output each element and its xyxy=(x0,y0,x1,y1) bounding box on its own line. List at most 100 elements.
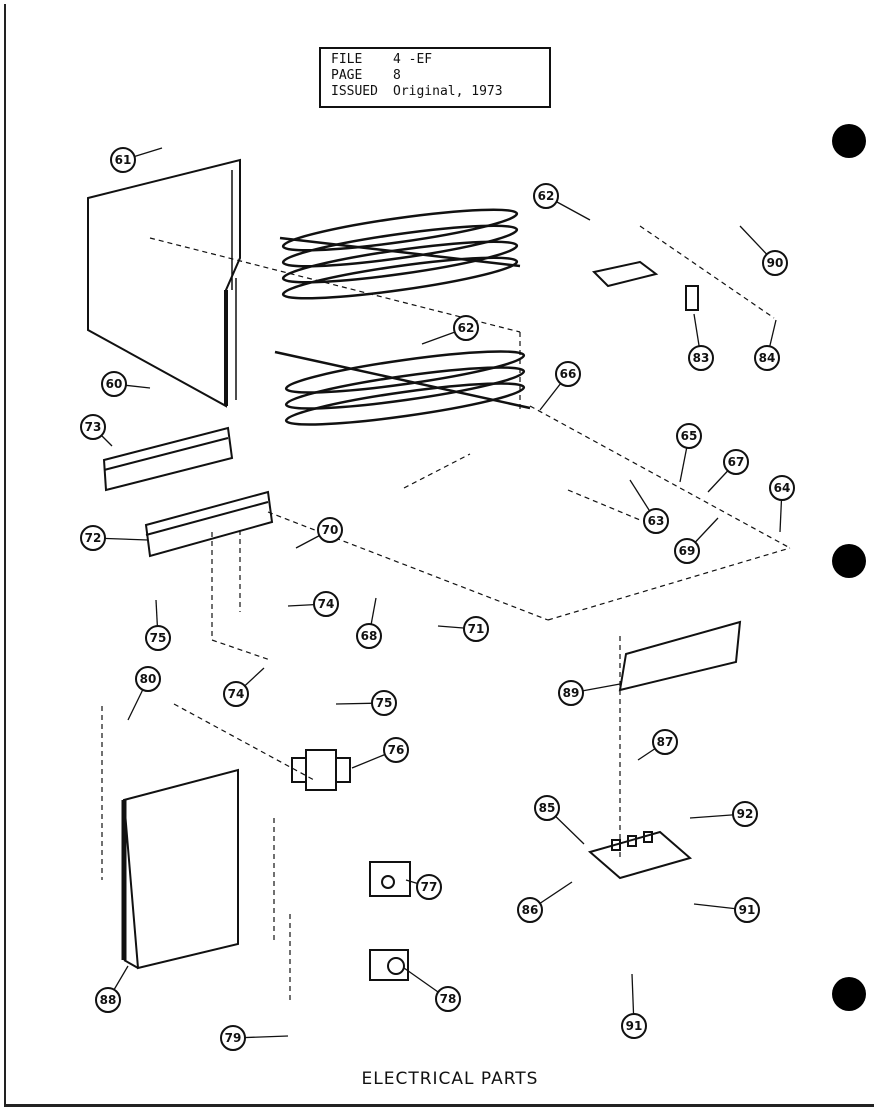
callout-circle xyxy=(723,449,749,475)
page-value: 8 xyxy=(393,68,401,83)
callout-circle xyxy=(732,801,758,827)
callout-circle xyxy=(80,525,106,551)
callout-63: 63 xyxy=(629,479,669,534)
assembly-guide-lines xyxy=(101,225,791,1000)
callout-73: 73 xyxy=(80,414,113,447)
callout-number: 91 xyxy=(626,1019,643,1033)
callout-number: 86 xyxy=(522,903,539,917)
callout-88: 88 xyxy=(95,965,129,1013)
callout-circle xyxy=(145,625,171,651)
callout-92: 92 xyxy=(689,801,758,827)
callout-circle xyxy=(534,795,560,821)
binder-hole-bottom xyxy=(832,977,866,1011)
callout-circle xyxy=(643,508,669,534)
callout-circle xyxy=(135,666,161,692)
mounting-bracket-72 xyxy=(144,490,274,558)
callout-68: 68 xyxy=(356,597,382,649)
callout-number: 62 xyxy=(458,321,475,335)
callout-number: 79 xyxy=(225,1031,242,1045)
relay-77 xyxy=(369,861,411,897)
callout-number: 78 xyxy=(440,992,457,1006)
callout-83: 83 xyxy=(688,313,714,371)
diagram-title: ELECTRICAL PARTS xyxy=(361,1069,539,1089)
callout-number: 61 xyxy=(115,153,132,167)
relay-78 xyxy=(369,949,409,981)
callout-72: 72 xyxy=(80,525,149,551)
callout-62: 62 xyxy=(421,315,479,345)
callout-circle xyxy=(371,690,397,716)
callout-number: 75 xyxy=(376,696,393,710)
callout-number: 88 xyxy=(100,993,117,1007)
callout-87: 87 xyxy=(637,729,678,761)
callout-number: 64 xyxy=(774,481,791,495)
callout-91: 91 xyxy=(693,897,760,923)
callout-79: 79 xyxy=(220,1025,289,1051)
mounting-bracket-73 xyxy=(102,426,234,492)
callout-circle xyxy=(734,897,760,923)
callout-74: 74 xyxy=(223,667,265,707)
callout-number: 75 xyxy=(150,631,167,645)
callout-number: 62 xyxy=(538,189,555,203)
element-cover-panel xyxy=(87,158,241,408)
callout-66: 66 xyxy=(539,361,581,411)
callout-circle xyxy=(621,1013,647,1039)
callout-circle xyxy=(558,680,584,706)
callout-86: 86 xyxy=(517,881,573,923)
callout-number: 67 xyxy=(728,455,745,469)
heating-element-lower xyxy=(274,350,531,426)
access-panel xyxy=(618,620,742,692)
limit-switch-bracket xyxy=(591,260,699,311)
page-label: PAGE xyxy=(331,68,363,83)
callout-69: 69 xyxy=(674,517,719,564)
callout-84: 84 xyxy=(754,319,780,371)
callout-number: 74 xyxy=(228,687,245,701)
callout-80: 80 xyxy=(127,666,161,721)
page-border xyxy=(4,4,874,1107)
callout-circle xyxy=(110,147,136,173)
callout-number: 73 xyxy=(85,420,102,434)
callout-circle xyxy=(416,874,442,900)
callout-62: 62 xyxy=(533,183,591,221)
callout-circle xyxy=(762,250,788,276)
callout-number: 76 xyxy=(388,743,405,757)
callout-70: 70 xyxy=(295,517,343,549)
callout-number: 66 xyxy=(560,367,577,381)
callout-circle xyxy=(652,729,678,755)
callout-77: 77 xyxy=(405,874,442,900)
issued-label: ISSUED xyxy=(331,84,378,99)
control-panel xyxy=(121,768,239,970)
callout-circle xyxy=(517,897,543,923)
callout-number: 71 xyxy=(468,622,485,636)
callout-circle xyxy=(769,475,795,501)
callout-number: 85 xyxy=(539,801,556,815)
callout-number: 72 xyxy=(85,531,102,545)
heating-element-upper xyxy=(279,208,521,300)
callout-90: 90 xyxy=(739,225,788,276)
callout-65: 65 xyxy=(676,423,702,483)
callout-number: 68 xyxy=(361,629,378,643)
callout-circle xyxy=(674,538,700,564)
callout-61: 61 xyxy=(110,147,163,173)
callout-75: 75 xyxy=(335,690,397,716)
callout-85: 85 xyxy=(534,795,585,845)
binder-hole-top xyxy=(832,124,866,158)
callout-circle xyxy=(555,361,581,387)
callout-number: 74 xyxy=(318,597,335,611)
callout-layer: 61 60 62 62 90 83 84 73 66 65 67 64 63 69 72 70 74 68 71 75… xyxy=(80,147,795,1051)
callout-91: 91 xyxy=(621,973,647,1039)
callout-circle xyxy=(80,414,106,440)
callout-number: 70 xyxy=(322,523,339,537)
callout-number: 77 xyxy=(421,880,438,894)
callout-78: 78 xyxy=(403,967,461,1012)
callout-circle xyxy=(356,623,382,649)
callout-number: 69 xyxy=(679,544,696,558)
callout-number: 60 xyxy=(106,377,123,391)
callout-89: 89 xyxy=(558,680,621,706)
file-value: 4 -EF xyxy=(393,52,433,67)
callout-number: 92 xyxy=(737,807,754,821)
